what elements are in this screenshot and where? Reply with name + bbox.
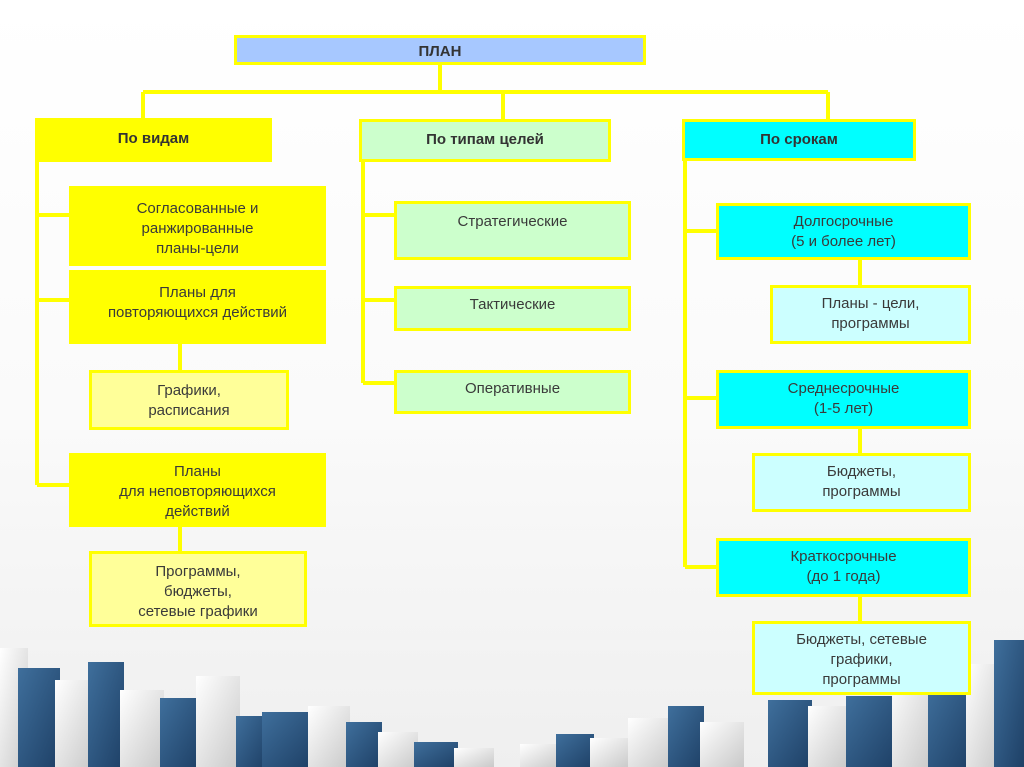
types-item-ranked-plans: Согласованные и ранжированные планы-цели bbox=[69, 186, 326, 266]
terms-item-label: Долгосрочные (5 и более лет) bbox=[791, 213, 896, 250]
terms-item-mid-term: Среднесрочные (1-5 лет) bbox=[716, 370, 971, 429]
root-plan-label: ПЛАН bbox=[418, 43, 462, 60]
types-item-label: Графики, расписания bbox=[148, 382, 230, 419]
goals-item-label: Оперативные bbox=[464, 380, 561, 397]
goals-item-label: Стратегические bbox=[457, 213, 568, 230]
types-item-label: Планы для повторяющихся действий bbox=[107, 284, 288, 321]
category-by-goals-box: По типам целей bbox=[359, 119, 611, 162]
terms-item-goal-plans: Планы - цели, программы bbox=[770, 285, 971, 344]
terms-item-label: Бюджеты, программы bbox=[822, 463, 901, 500]
terms-item-long-term: Долгосрочные (5 и более лет) bbox=[716, 203, 971, 260]
category-by-types-label: По видам bbox=[117, 130, 190, 147]
terms-item-budgets-networks: Бюджеты, сетевые графики, программы bbox=[752, 621, 971, 695]
terms-item-label: Краткосрочные (до 1 года) bbox=[790, 548, 897, 585]
types-item-label: Программы, бюджеты, сетевые графики bbox=[138, 563, 258, 620]
terms-item-label: Среднесрочные (1-5 лет) bbox=[787, 380, 900, 417]
category-by-terms-box: По срокам bbox=[682, 119, 916, 161]
types-item-programs-budgets: Программы, бюджеты, сетевые графики bbox=[89, 551, 307, 627]
category-by-terms-label: По срокам bbox=[760, 131, 838, 148]
types-item-label: Согласованные и ранжированные планы-цели bbox=[136, 200, 259, 257]
root-plan-box: ПЛАН bbox=[234, 35, 646, 65]
types-item-schedules: Графики, расписания bbox=[89, 370, 289, 430]
category-by-types-box: По видам bbox=[35, 118, 272, 162]
types-item-nonrepeating-plans: Планы для неповторяющихся действий bbox=[69, 453, 326, 527]
terms-item-label: Бюджеты, сетевые графики, программы bbox=[796, 631, 927, 688]
goals-item-operational: Оперативные bbox=[394, 370, 631, 414]
terms-item-label: Планы - цели, программы bbox=[821, 295, 920, 332]
terms-item-budgets-programs: Бюджеты, программы bbox=[752, 453, 971, 512]
goals-item-tactical: Тактические bbox=[394, 286, 631, 331]
terms-item-short-term: Краткосрочные (до 1 года) bbox=[716, 538, 971, 597]
goals-item-label: Тактические bbox=[469, 296, 556, 313]
types-item-label: Планы для неповторяющихся действий bbox=[119, 463, 276, 520]
types-item-repeating-plans: Планы для повторяющихся действий bbox=[69, 270, 326, 344]
goals-item-strategic: Стратегические bbox=[394, 201, 631, 260]
category-by-goals-label: По типам целей bbox=[426, 131, 544, 148]
